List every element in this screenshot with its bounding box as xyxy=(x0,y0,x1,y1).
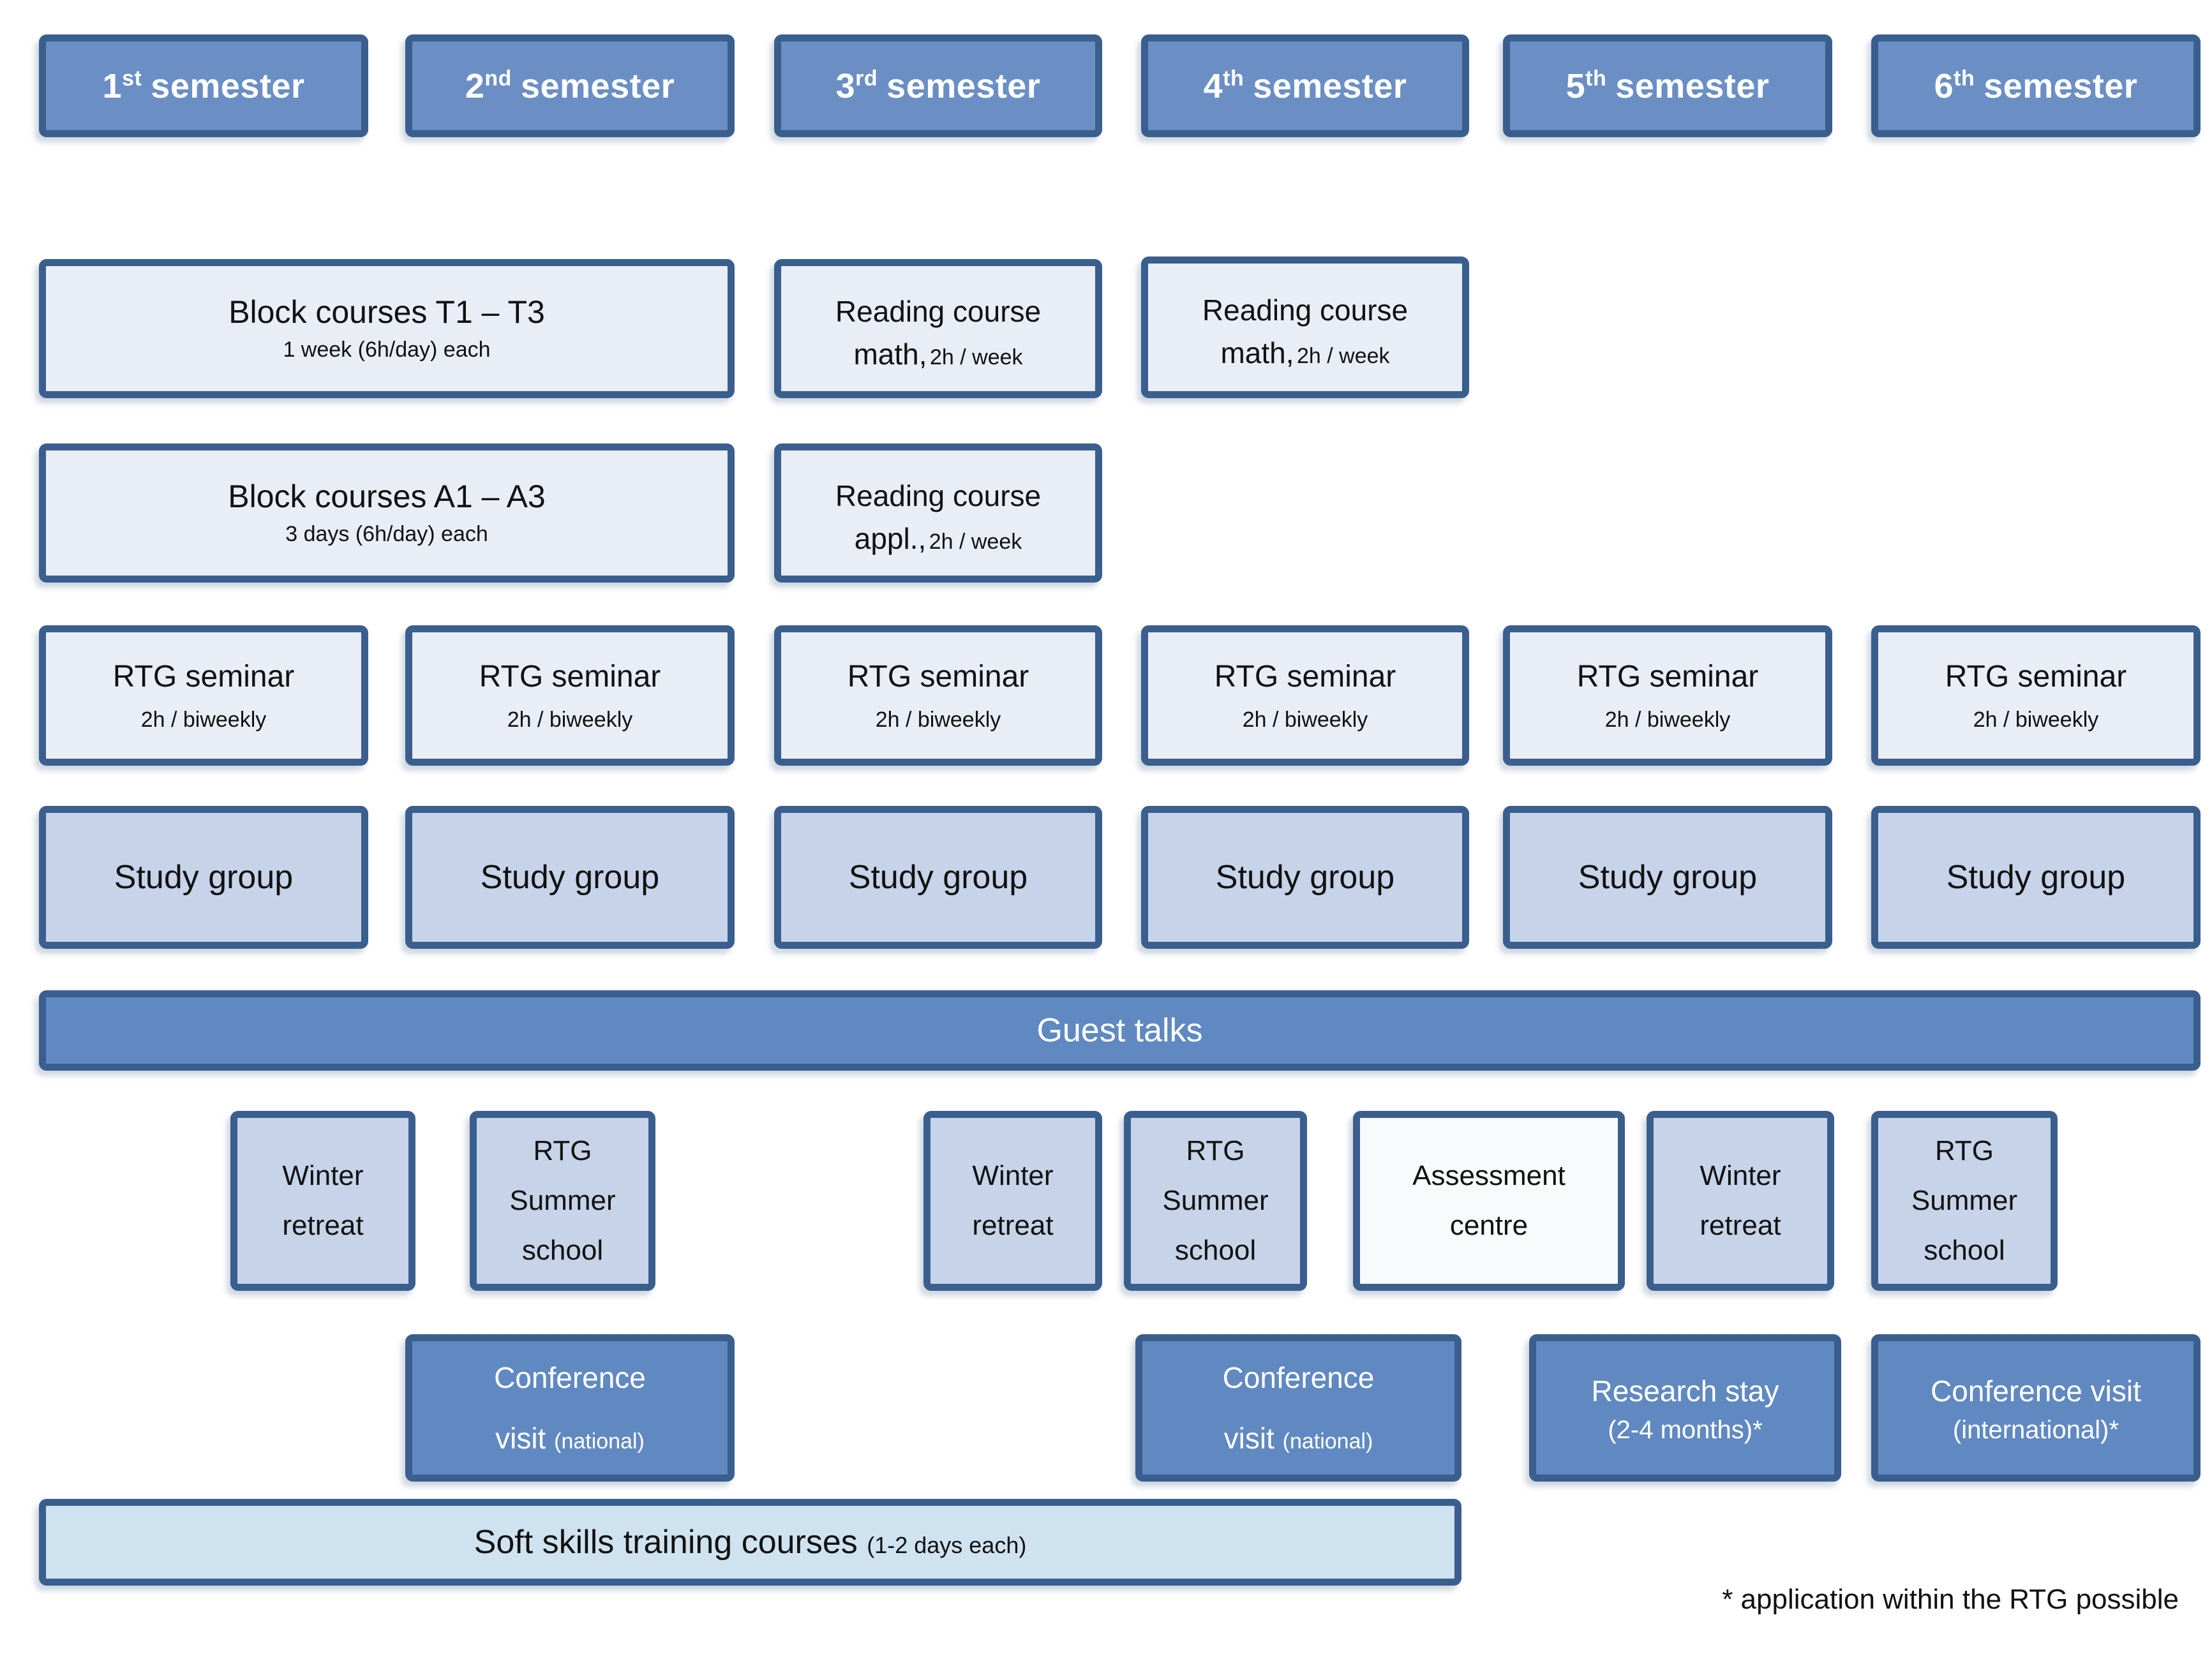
box-subtitle: math, 2h / week xyxy=(853,338,1023,371)
box-title: Reading course xyxy=(835,294,1042,328)
box-title: Study group xyxy=(1578,859,1758,896)
box-subtitle: math, 2h / week xyxy=(1220,336,1390,370)
study-group-box-3: Study group xyxy=(774,806,1102,949)
rtg-seminar-box-4: RTG seminar 2h / biweekly xyxy=(1141,625,1469,766)
reading-course-appl-sem3-box: Reading course appl., 2h / week xyxy=(774,443,1102,583)
box-title: RTG seminar xyxy=(847,659,1029,694)
box-title: Study group xyxy=(1946,859,2126,896)
box-subtitle: 2h / biweekly xyxy=(1973,707,2099,732)
box-subtitle: 2h / biweekly xyxy=(507,707,633,732)
rtg-seminar-box-6: RTG seminar 2h / biweekly xyxy=(1871,625,2201,766)
box-title: Guest talks xyxy=(1036,1012,1203,1049)
box-subtitle: (2-4 months)* xyxy=(1608,1416,1763,1444)
conference-visit-national-box-1: Conference visit (national) xyxy=(405,1334,735,1482)
reading-course-math-sem3-box: Reading course math, 2h / week xyxy=(774,259,1102,398)
box-subtitle: 1 week (6h/day) each xyxy=(283,338,491,362)
study-group-box-4: Study group xyxy=(1141,806,1469,949)
block-courses-a-box: Block courses A1 – A3 3 days (6h/day) ea… xyxy=(39,443,735,583)
conference-visit-national-box-2: Conference visit (national) xyxy=(1135,1334,1461,1482)
rtg-seminar-box-2: RTG seminar 2h / biweekly xyxy=(405,625,735,766)
box-subtitle: (international)* xyxy=(1952,1416,2119,1444)
box-subtitle: 2h / biweekly xyxy=(875,707,1001,732)
rtg-seminar-box-1: RTG seminar 2h / biweekly xyxy=(39,625,368,766)
box-title: Study group xyxy=(114,859,294,896)
box-title: Study group xyxy=(1215,859,1395,896)
box-title: Reading course xyxy=(835,479,1042,512)
box-subtitle: 3 days (6h/day) each xyxy=(285,522,488,547)
box-title: RTG seminar xyxy=(1576,659,1759,694)
soft-skills-bar: Soft skills training courses (1-2 days e… xyxy=(39,1499,1461,1586)
box-title: RTG seminar xyxy=(112,659,295,694)
conference-visit-international-box: Conference visit (international)* xyxy=(1871,1334,2201,1482)
box-title: RTG seminar xyxy=(479,659,661,694)
box-subtitle: appl., 2h / week xyxy=(854,522,1022,556)
footnote: * application within the RTG possible xyxy=(1722,1584,2179,1615)
box-subtitle: 2h / biweekly xyxy=(140,707,267,732)
reading-course-math-sem4-box: Reading course math, 2h / week xyxy=(1141,257,1469,398)
box-title: Study group xyxy=(480,859,660,896)
rtg-seminar-box-5: RTG seminar 2h / biweekly xyxy=(1503,625,1832,766)
study-group-box-2: Study group xyxy=(405,806,735,949)
box-title: Soft skills training courses (1-2 days e… xyxy=(474,1524,1027,1561)
box-subtitle: 2h / biweekly xyxy=(1604,707,1731,732)
box-title: Block courses A1 – A3 xyxy=(228,478,546,514)
rtg-seminar-box-3: RTG seminar 2h / biweekly xyxy=(774,625,1102,766)
box-title: Conference visit (national) xyxy=(1222,1361,1375,1455)
box-title: Study group xyxy=(848,859,1028,896)
box-title: Research stay xyxy=(1591,1374,1779,1408)
research-stay-box: Research stay (2-4 months)* xyxy=(1529,1334,1841,1482)
box-title: Conference visit xyxy=(1931,1374,2141,1408)
box-title: Block courses T1 – T3 xyxy=(228,294,545,330)
block-courses-t-box: Block courses T1 – T3 1 week (6h/day) ea… xyxy=(39,259,735,398)
box-title: RTG seminar xyxy=(1945,659,2127,694)
guest-talks-bar: Guest talks xyxy=(39,990,2201,1071)
study-group-box-5: Study group xyxy=(1503,806,1832,949)
study-group-box-1: Study group xyxy=(39,806,368,949)
box-title: RTG seminar xyxy=(1214,659,1396,694)
box-title: Reading course xyxy=(1202,293,1409,327)
study-group-box-6: Study group xyxy=(1871,806,2201,949)
box-subtitle: 2h / biweekly xyxy=(1242,707,1368,732)
box-title: Conference visit (national) xyxy=(494,1361,646,1455)
